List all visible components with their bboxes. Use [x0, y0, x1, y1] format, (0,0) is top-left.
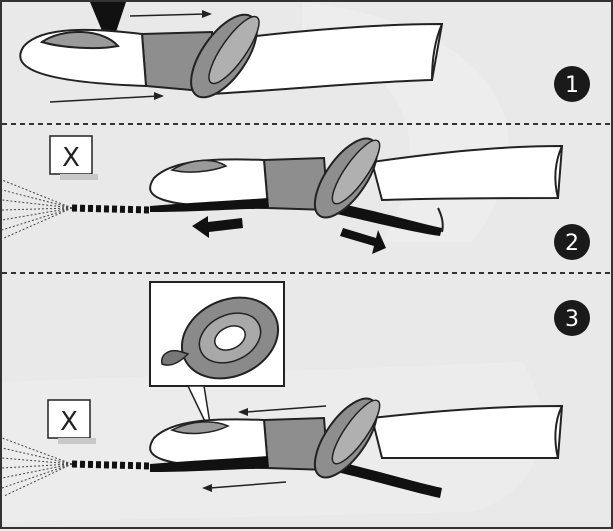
warning-box — [47, 399, 91, 439]
inner-core — [328, 460, 442, 498]
step-number-badge — [554, 224, 590, 260]
pull-arrow-icon — [192, 216, 386, 254]
step-1-panel: 1 — [19, 2, 590, 103]
push-arrow-icon — [49, 10, 212, 103]
frayed-wire-icon — [2, 437, 73, 497]
pull-arrow-icon — [202, 405, 327, 492]
inner-core — [328, 202, 442, 236]
cable — [370, 144, 564, 202]
step-number: 2 — [565, 231, 579, 256]
warning-box — [49, 135, 93, 175]
frayed-wire-icon — [2, 179, 73, 239]
step-number-badge — [554, 66, 590, 102]
step-number: 3 — [565, 307, 579, 332]
exposed-conductor — [71, 460, 151, 470]
step-number: 1 — [565, 73, 579, 98]
warning-mark: X — [60, 407, 78, 437]
tape-roll-icon — [161, 296, 280, 380]
step-number-badge — [554, 300, 590, 336]
step-2-panel: X 2 — [2, 135, 590, 260]
warning-mark: X — [62, 143, 80, 173]
pointer-triangle-icon — [90, 2, 126, 50]
step-3-panel: X 3 — [2, 281, 590, 498]
exposed-conductor — [71, 204, 151, 214]
